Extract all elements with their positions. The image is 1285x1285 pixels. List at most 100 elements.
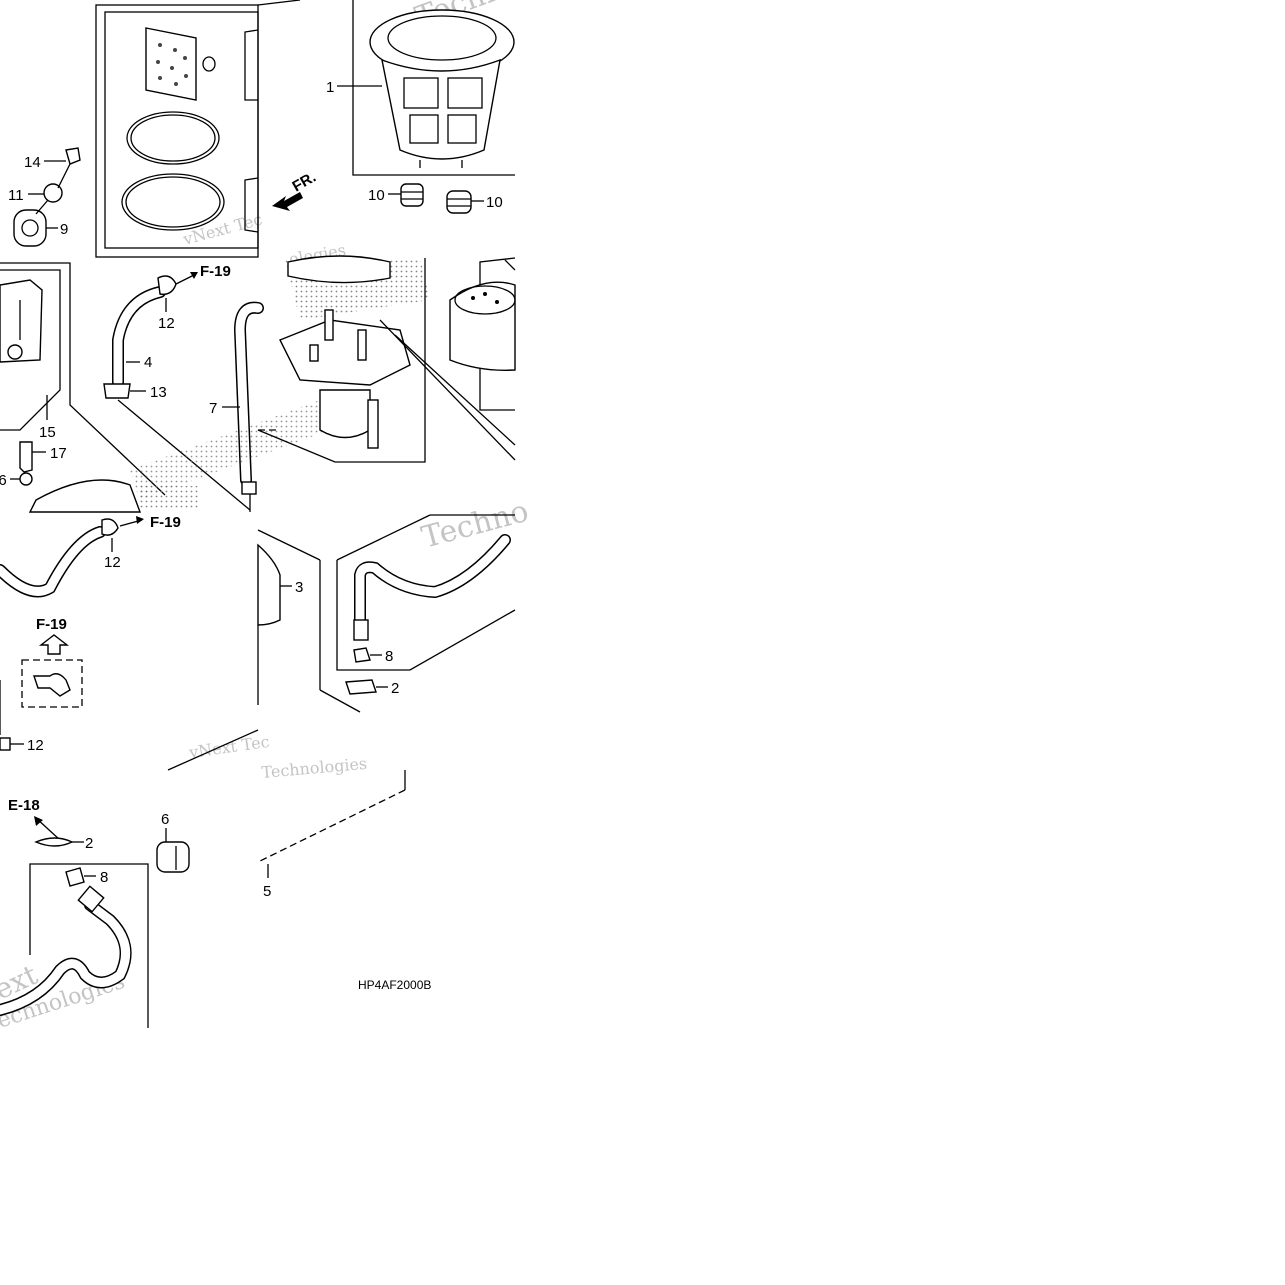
pump-window xyxy=(403,77,439,109)
watermark: Technologies xyxy=(261,754,368,782)
clamp-icon xyxy=(241,481,257,495)
pump-module-frame xyxy=(352,0,515,176)
front-label: FR. xyxy=(290,169,319,196)
pump-base-top xyxy=(287,255,391,284)
pump-flange-opening xyxy=(387,15,497,61)
hose-4-group xyxy=(103,272,251,511)
gasket-ring-lower xyxy=(121,173,225,231)
section-frame xyxy=(0,262,166,496)
callout-1: 1 xyxy=(326,79,334,96)
clamp-12-icon xyxy=(157,275,177,295)
clip-2-icon xyxy=(345,679,377,695)
reference-f19-box: F-19 xyxy=(36,616,67,633)
grommet-10-right xyxy=(446,190,484,214)
callout-12: 12 xyxy=(158,315,175,332)
fuel-line-frame xyxy=(336,560,516,671)
callout-14: 14 xyxy=(24,154,41,171)
tank-flange-segment xyxy=(28,479,142,513)
kit-part-edge-lower xyxy=(244,177,259,233)
pump-holder-group xyxy=(0,262,200,513)
callout-12-lower: 12 xyxy=(104,554,121,571)
pump-body xyxy=(381,58,501,160)
reference-layer: F-19 F-19 F-19 E-18 xyxy=(8,263,231,814)
fuel-line-group xyxy=(336,514,516,695)
f19-reference-box xyxy=(21,634,83,708)
callout-10-left: 10 xyxy=(368,187,385,204)
pump-cylinder xyxy=(449,281,516,371)
clamp-13-icon xyxy=(103,383,131,399)
bolt-stack xyxy=(13,147,81,247)
quick-connector xyxy=(77,885,105,913)
frame-edge xyxy=(257,0,301,6)
callout-11: 11 xyxy=(8,187,24,204)
callout-10-right: 10 xyxy=(486,194,503,211)
front-arrow-icon xyxy=(272,192,303,211)
callout-8-bottom: 8 xyxy=(100,869,108,886)
callout-13: 13 xyxy=(150,384,167,401)
pump-mount-plate xyxy=(279,319,411,386)
pump-base-group xyxy=(257,255,516,463)
gasket-ring-upper xyxy=(126,111,220,165)
gasket-ring-lower-inner xyxy=(125,176,221,228)
clamp-12-icon xyxy=(0,737,11,751)
callout-5: 5 xyxy=(263,883,271,900)
clip-8-icon xyxy=(353,647,371,663)
pump-filter-3 xyxy=(257,543,281,626)
gasket-ring-upper-inner xyxy=(130,114,216,162)
front-direction-indicator: FR. xyxy=(272,169,319,211)
pump-window xyxy=(447,114,477,144)
bolt-17-icon xyxy=(19,441,33,473)
watermark: vNext Tec xyxy=(180,210,264,250)
dotted-band xyxy=(130,400,330,500)
hose-7-group xyxy=(222,301,264,512)
watermark: vNext Tec xyxy=(187,732,271,762)
callout-2-bottom: 2 xyxy=(85,835,93,852)
callout-2: 2 xyxy=(391,680,399,697)
pump-window xyxy=(447,77,483,109)
diagram-code: HP4AF2000B xyxy=(358,978,431,992)
reference-box xyxy=(21,659,83,708)
collar-11-icon xyxy=(43,183,63,203)
reference-f19-lower: F-19 xyxy=(150,514,181,531)
hose-frame xyxy=(29,863,149,1028)
watermark: Techno xyxy=(418,494,532,556)
small-o-ring xyxy=(202,56,216,72)
bolt-14-icon xyxy=(65,147,81,165)
pump-module-group xyxy=(257,0,515,176)
callout-7: 7 xyxy=(209,400,217,417)
clip-8-icon xyxy=(65,867,85,887)
pump-holder-15 xyxy=(0,279,43,363)
pump-cylinder-group xyxy=(449,257,516,411)
lower-hose-group xyxy=(0,516,144,598)
e18-section xyxy=(0,816,190,1028)
part-3-group xyxy=(257,529,361,713)
callout-17: 17 xyxy=(50,445,67,462)
clip-icon xyxy=(33,673,71,697)
callout-15: 15 xyxy=(39,424,56,441)
pump-window xyxy=(409,114,439,144)
clamp-12-icon xyxy=(101,518,119,536)
reference-e18: E-18 xyxy=(8,797,40,814)
callout-3: 3 xyxy=(295,579,303,596)
pump-motor xyxy=(319,389,371,439)
washer-16-icon xyxy=(19,472,33,486)
clip-2-icon xyxy=(34,837,74,847)
callout-9: 9 xyxy=(60,221,68,238)
callout-layer: 14 11 9 1 10 10 12 4 13 7 15 17 16 12 3 … xyxy=(0,79,503,900)
left-edge-parts xyxy=(0,680,24,751)
grommet-10-left xyxy=(388,183,424,207)
callout-8: 8 xyxy=(385,648,393,665)
reference-f19: F-19 xyxy=(200,263,231,280)
callout-16: 16 xyxy=(0,472,7,489)
callout-12-left: 12 xyxy=(27,737,44,754)
kit-inner-frame xyxy=(104,11,259,249)
callout-6: 6 xyxy=(161,811,169,828)
grommet-9-icon xyxy=(13,209,47,247)
filter-kit-group xyxy=(95,4,259,258)
tank-outline xyxy=(167,729,406,878)
up-arrow-icon xyxy=(38,634,70,655)
kit-part-edge xyxy=(244,29,259,101)
quick-connector xyxy=(353,619,369,641)
filter-pad xyxy=(145,27,197,101)
